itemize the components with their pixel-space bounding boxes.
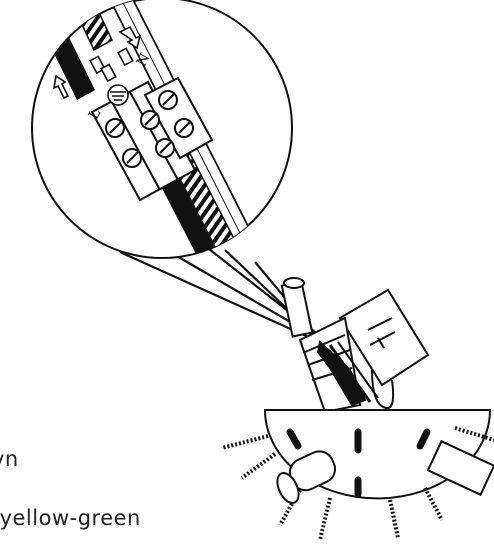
legend-earth-fragment: /yellow-green bbox=[0, 506, 141, 530]
spring-clips bbox=[221, 426, 494, 541]
arrow-icon bbox=[52, 25, 142, 100]
wire-ferrules bbox=[89, 47, 134, 83]
base-plate bbox=[221, 409, 494, 541]
fixture-assembly bbox=[280, 277, 430, 414]
terminal-screw-icon bbox=[105, 90, 194, 168]
zoom-circle: L N bbox=[31, 0, 293, 259]
legend-brown-fragment: vn bbox=[0, 447, 19, 471]
earth-screw-icon bbox=[107, 84, 129, 106]
